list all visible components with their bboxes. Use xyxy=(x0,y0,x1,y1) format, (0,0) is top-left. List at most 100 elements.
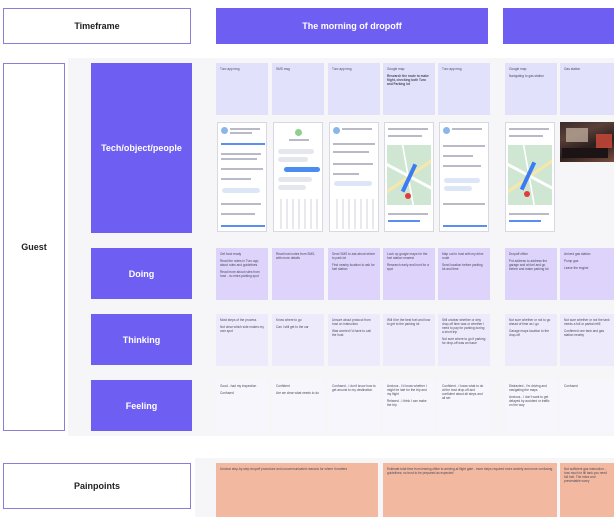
thinking-note-2-a: Know where to go xyxy=(276,318,302,322)
painpoint-note-2: Estimate total time from leaving office … xyxy=(383,463,557,517)
feeling-note-1-b: Confused xyxy=(220,391,234,395)
thinking-note-6-b: Garage maps location to the drop-off xyxy=(509,329,550,337)
avatar xyxy=(221,127,228,134)
doing-note-6-a: Dropoff office xyxy=(509,252,528,256)
map-pin-icon xyxy=(405,193,411,199)
doing-note-1-a: Get food ready xyxy=(220,252,242,256)
doing-note-3-a: Send SMS to ask about where to park lot xyxy=(332,252,376,260)
painpoint-note-3: Not sufficient gas instruction - how muc… xyxy=(560,463,614,517)
tech-note-4: Google map Research the route to make fl… xyxy=(383,63,435,115)
tech-note-1: Turo app msg xyxy=(216,63,268,115)
painpoints-label-text: Painpoints xyxy=(73,481,120,491)
painpoints-label: Painpoints xyxy=(3,463,191,509)
tech-note-3: Turo app msg xyxy=(328,63,380,115)
row-label-tech: Tech/object/people xyxy=(91,63,192,233)
phone-turo-app-2 xyxy=(329,122,379,232)
guest-label-text: Guest xyxy=(21,242,47,252)
doing-note-2-a: Read host notes from SMS, with more deta… xyxy=(276,252,316,260)
thinking-note-2-b: Can I still get to the car xyxy=(276,325,309,329)
thinking-note-3: Unsure about protocol from host on instr… xyxy=(328,314,380,366)
thinking-note-3-a: Unsure about protocol from host on instr… xyxy=(332,318,371,326)
tech-note-7: Gas station xyxy=(560,63,614,115)
thinking-note-5-b: Not sure where to go if parking for drop… xyxy=(442,337,486,345)
doing-note-6-b: Put address to address the garage and at… xyxy=(509,259,549,271)
feeling-note-1: Good - had my inspection Confused xyxy=(216,380,268,432)
feeling-note-3-a: Confused - I don't know how to get aroun… xyxy=(332,384,376,392)
feeling-note-7-a: Confused xyxy=(564,384,578,388)
doing-note-7-c: Leave the engine xyxy=(564,266,589,270)
feeling-note-6-a: Distracted - I'm driving and navigating … xyxy=(509,384,547,392)
doing-note-3-b: Find nearby location to ask for fuel sta… xyxy=(332,263,375,271)
avatar xyxy=(295,129,302,136)
doing-note-5-b: Send location before parking lot and tim… xyxy=(442,263,483,271)
phone-sms xyxy=(273,122,323,232)
doing-note-1-c: Read more about rules from host - no ext… xyxy=(220,270,260,278)
doing-note-7-b: Pump gas xyxy=(564,259,579,263)
tech-note-4-head: Google map xyxy=(387,67,405,71)
tech-note-4-body: Research the route to make flight, check… xyxy=(387,74,429,86)
keyboard xyxy=(276,199,320,229)
tech-note-1-head: Turo app msg xyxy=(220,67,240,71)
guest-label: Guest xyxy=(3,63,65,431)
thinking-note-1-a: Most steps of the process xyxy=(220,318,257,322)
row-label-feeling: Feeling xyxy=(91,380,192,431)
thinking-note-6-a: Not sure whether or not to go ahead of t… xyxy=(509,318,551,326)
phone-turo-app-3 xyxy=(439,122,489,232)
row-label-feeling-text: Feeling xyxy=(125,400,158,411)
feeling-note-4-a: Anxious - I'd know whether I might be la… xyxy=(387,384,427,396)
doing-note-1: Get food ready Read the notes in Turo ap… xyxy=(216,248,268,300)
feeling-note-3: Confused - I don't know how to get aroun… xyxy=(328,380,380,432)
thinking-note-2: Know where to go Can I still get to the … xyxy=(272,314,324,366)
tech-note-2-head: SMS msg xyxy=(276,67,290,71)
tech-note-7-head: Gas station xyxy=(564,67,581,71)
row-label-thinking-text: Thinking xyxy=(122,334,161,345)
tech-note-5-head: Turo app msg xyxy=(442,67,462,71)
feeling-note-6: Distracted - I'm driving and navigating … xyxy=(505,380,557,432)
doing-note-7-a: Arrived gas station xyxy=(564,252,591,256)
thinking-note-6: Not sure whether or not to go ahead of t… xyxy=(505,314,557,366)
row-label-doing: Doing xyxy=(91,248,192,299)
timeframe-header: The morning of dropoff xyxy=(216,8,488,44)
phone-google-map-2 xyxy=(505,122,555,232)
feeling-note-6-b: Anxious - I don't want to get delayed by… xyxy=(509,395,550,407)
thinking-note-1: Most steps of the process Not clear whic… xyxy=(216,314,268,366)
doing-note-1-b: Read the notes in Turo app about rules a… xyxy=(220,259,259,267)
thinking-note-4: Will it be the best fuel and how to get … xyxy=(383,314,435,366)
phone-google-map-1 xyxy=(384,122,434,232)
phone-turo-app-1 xyxy=(217,122,267,232)
tech-note-3-head: Turo app msg xyxy=(332,67,352,71)
feeling-note-4-b: Relaxed - I think I can make the trip xyxy=(387,399,427,407)
tech-note-5: Turo app msg xyxy=(438,63,490,115)
tech-note-6-body: Navigating to gas station xyxy=(509,74,544,78)
painpoint-note-2-text: Estimate total time from leaving office … xyxy=(387,467,553,475)
doing-note-2: Read host notes from SMS, with more deta… xyxy=(272,248,324,300)
feeling-note-2-b: Are we clear what needs to do xyxy=(276,391,319,395)
avatar xyxy=(443,127,450,134)
gas-station-photo xyxy=(560,122,614,162)
doing-note-5-a: Map out to host with my drive route xyxy=(442,252,484,260)
painpoint-note-1: Unclear step-by-step dropoff procedure a… xyxy=(216,463,378,517)
avatar xyxy=(333,127,340,134)
thinking-note-3-b: Was worried I'd have to call the host xyxy=(332,329,371,337)
map-view xyxy=(387,145,431,205)
feeling-note-1-a: Good - had my inspection xyxy=(220,384,257,388)
timeframe-label-text: Timeframe xyxy=(74,21,120,31)
keyboard xyxy=(332,199,376,229)
timeframe-label: Timeframe xyxy=(3,8,191,44)
row-label-thinking: Thinking xyxy=(91,314,192,365)
painpoint-note-3-text: Not sufficient gas instruction - how muc… xyxy=(564,467,607,483)
feeling-note-2-a: Confident xyxy=(276,384,290,388)
thinking-note-4-a: Will it be the best fuel and how to get … xyxy=(387,318,431,326)
row-label-doing-text: Doing xyxy=(128,268,155,279)
feeling-note-2: Confident Are we clear what needs to do xyxy=(272,380,324,432)
row-label-tech-text: Tech/object/people xyxy=(101,143,182,153)
doing-note-6: Dropoff office Put address to address th… xyxy=(505,248,557,300)
feeling-note-7: Confused xyxy=(560,380,614,432)
doing-note-5: Map out to host with my drive route Send… xyxy=(438,248,490,300)
feeling-note-4: Anxious - I'd know whether I might be la… xyxy=(383,380,435,432)
tech-note-6-head: Google map xyxy=(509,67,527,71)
doing-note-4: Look up google maps for the fuel station… xyxy=(383,248,435,300)
thinking-note-1-b: Not clear which side makes my own spot xyxy=(220,325,264,333)
doing-note-7: Arrived gas station Pump gas Leave the e… xyxy=(560,248,614,300)
thinking-note-7: Not sure whether or not the tank needs a… xyxy=(560,314,614,366)
